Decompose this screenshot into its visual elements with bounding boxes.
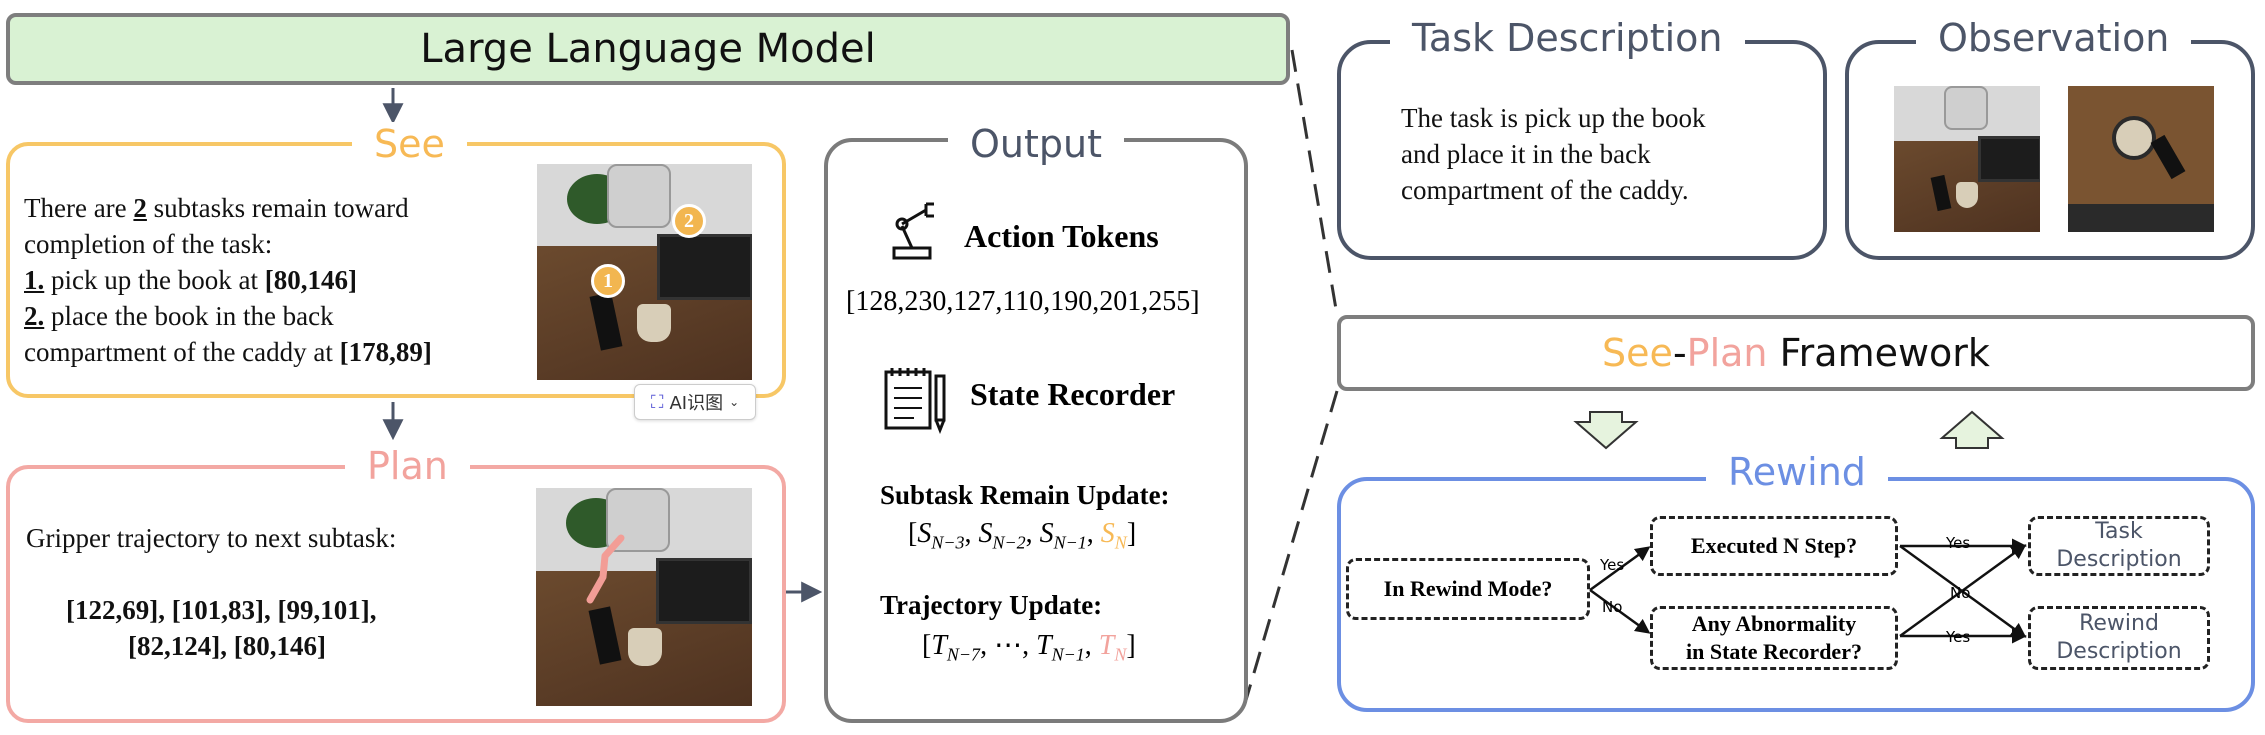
- ai-recognize-chip[interactable]: ⛶ AI识图 ⌄: [634, 384, 756, 420]
- zoom-line-top: [1290, 49, 1339, 316]
- plan-coords-1: [122,69], [101,83], [99,101],: [66, 595, 377, 625]
- framework-see: See: [1602, 331, 1673, 375]
- abnormality-node: Any Abnormality in State Recorder?: [1650, 606, 1898, 670]
- task-line2: and place it in the back: [1401, 139, 1651, 169]
- task-line1: The task is pick up the book: [1401, 103, 1706, 133]
- flow-abnormal-no: [1899, 544, 2027, 638]
- notepad-icon: [884, 368, 946, 434]
- task-node-line1: Task: [2095, 519, 2143, 544]
- subtask-s3-sub: N−3: [931, 532, 965, 553]
- subtask-s2: S: [978, 518, 993, 549]
- abnormality-line1: Any Abnormality: [1691, 611, 1857, 636]
- traj-dots: ⋯: [994, 630, 1023, 661]
- task-node-line2: Description: [2056, 547, 2182, 572]
- see-item2-line2: compartment of the caddy at: [24, 337, 340, 367]
- subtask-sn: S: [1100, 518, 1115, 549]
- action-tokens-values: [128,230,127,110,190,201,255]: [846, 286, 1200, 317]
- traj-t7: T: [931, 630, 947, 661]
- llm-title: Large Language Model: [420, 26, 876, 72]
- plan-line1: Gripper trajectory to next subtask:: [26, 523, 397, 553]
- zoom-line-bottom: [1244, 390, 1339, 701]
- edge-label-yes-2: Yes: [1946, 534, 1971, 552]
- see-title: See: [352, 122, 467, 166]
- executed-n-step-node: Executed N Step?: [1650, 516, 1898, 576]
- ai-scan-icon: ⛶: [650, 391, 664, 413]
- traj-tn: T: [1098, 630, 1115, 661]
- subtask-sn-sub: N: [1114, 532, 1127, 553]
- see-count: 2: [133, 193, 147, 223]
- task-line3: compartment of the caddy.: [1401, 175, 1689, 205]
- see-line1-b: subtasks remain toward: [146, 193, 409, 223]
- see-item2-coord: [178,89]: [339, 337, 432, 367]
- flow-mode-to-abnormal: [1589, 588, 1651, 634]
- task-description-title: Task Description: [1390, 16, 1745, 60]
- down-arrow-icon: [1573, 411, 1639, 450]
- ai-chip-label: AI识图: [669, 393, 724, 414]
- subtask-s1-sub: N−1: [1053, 532, 1087, 553]
- framework-rest: Framework: [1767, 331, 1990, 375]
- task-description-node: Task Description: [2028, 516, 2210, 576]
- subtask-s2-sub: N−2: [992, 532, 1026, 553]
- edge-label-yes-3: Yes: [1946, 628, 1971, 646]
- traj-tn-sub: N: [1114, 644, 1127, 665]
- abnormality-line2: in State Recorder?: [1686, 639, 1862, 664]
- robot-arm-icon: [892, 202, 934, 260]
- task-description-text: The task is pick up the book and place i…: [1401, 100, 1705, 208]
- traj-t7-sub: N−7: [946, 644, 981, 665]
- observation-title: Observation: [1916, 16, 2192, 60]
- edge-label-no-1: No: [1602, 598, 1623, 616]
- in-rewind-mode-node: In Rewind Mode?: [1346, 558, 1590, 620]
- plan-coords-2: [82,124], [80,146]: [128, 631, 326, 661]
- marker-2: 2: [672, 204, 706, 238]
- edge-label-yes-1: Yes: [1600, 556, 1625, 574]
- traj-t1-sub: N−1: [1051, 644, 1085, 665]
- plan-title: Plan: [345, 444, 470, 488]
- subtask-s3: S: [917, 518, 932, 549]
- see-item1-coord: [80,146]: [264, 265, 357, 295]
- edge-label-no-2: No: [1950, 584, 1971, 602]
- see-item1-num: 1.: [24, 265, 45, 295]
- framework-plan: Plan: [1686, 331, 1768, 375]
- see-scene-image: 1 2: [537, 164, 752, 380]
- rewind-title: Rewind: [1706, 450, 1888, 494]
- marker-1: 1: [591, 264, 625, 298]
- llm-box: [6, 13, 1290, 85]
- see-item2-text: place the book in the back: [44, 301, 334, 331]
- framework-dash: -: [1672, 331, 1687, 375]
- subtask-open: [: [908, 518, 918, 549]
- rewind-node-line1: Rewind: [2079, 611, 2159, 636]
- traj-t1: T: [1036, 630, 1052, 661]
- flow-mode-to-executed: [1589, 546, 1651, 592]
- up-arrow-icon: [1939, 410, 2005, 449]
- trajectory-update-label: Trajectory Update:: [880, 590, 1103, 620]
- observation-wrist-image: [2068, 86, 2214, 232]
- see-item2-num: 2.: [24, 301, 45, 331]
- rewind-node-line2: Description: [2056, 639, 2182, 664]
- see-item1-text: pick up the book at: [44, 265, 265, 295]
- plan-scene-image: [536, 488, 752, 706]
- state-recorder-label: State Recorder: [970, 376, 1176, 412]
- see-line2: completion of the task:: [24, 229, 273, 259]
- observation-front-image: [1894, 86, 2040, 232]
- see-text: There are 2 subtasks remain toward compl…: [24, 190, 524, 370]
- subtask-update-values: [SN−3, SN−2, SN−1, SN]: [908, 518, 1137, 553]
- output-title: Output: [948, 122, 1124, 166]
- action-tokens-label: Action Tokens: [964, 218, 1159, 254]
- subtask-s1: S: [1039, 518, 1054, 549]
- see-line1-a: There are: [24, 193, 134, 223]
- framework-box: [1337, 315, 2255, 391]
- subtask-update-label: Subtask Remain Update:: [880, 480, 1170, 510]
- trajectory-update-values: [TN−7, ⋯, TN−1, TN]: [922, 630, 1136, 665]
- framework-title: See-Plan Framework: [1337, 315, 2255, 391]
- rewind-description-node: Rewind Description: [2028, 606, 2210, 670]
- chevron-down-icon: ⌄: [729, 395, 740, 409]
